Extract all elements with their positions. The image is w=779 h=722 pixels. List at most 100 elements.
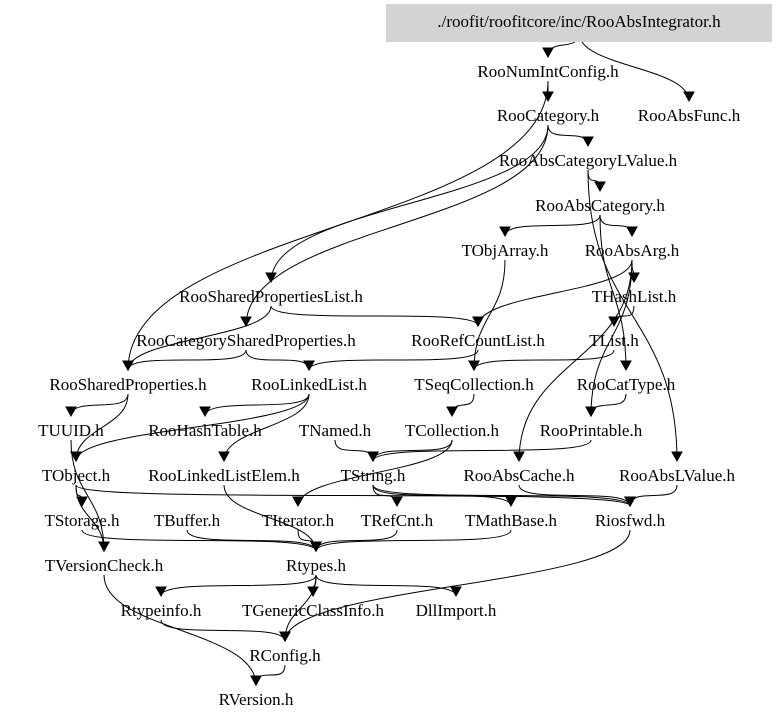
arrowhead	[70, 451, 82, 463]
node-label: TObjArray.h	[462, 241, 549, 260]
arrowhead	[279, 631, 291, 643]
node-label: RooLinkedListElem.h	[148, 466, 300, 485]
node-roosharedproperties[interactable]: RooSharedProperties.h	[49, 375, 207, 394]
edge-tbuffer-to-rtypes	[186, 529, 317, 552]
edge-roocategory-to-rooabscategorylvalue	[547, 124, 589, 147]
node-riosfwd[interactable]: Riosfwd.h	[595, 511, 666, 530]
node-tmathbase[interactable]: TMathBase.h	[465, 511, 558, 530]
node-tbuffer[interactable]: TBuffer.h	[154, 511, 221, 530]
node-roocattype[interactable]: RooCatType.h	[577, 375, 676, 394]
node-label: TIterator.h	[262, 511, 335, 530]
node-label: Rtypeinfo.h	[121, 601, 202, 620]
node-rooabscategorylvalue[interactable]: RooAbsCategoryLValue.h	[499, 151, 678, 170]
node-tversioncheck[interactable]: TVersionCheck.h	[45, 556, 164, 575]
node-roocategory[interactable]: RooCategory.h	[497, 106, 600, 125]
node-label: TSeqCollection.h	[414, 375, 534, 394]
node-label: RooHashTable.h	[148, 421, 262, 440]
node-label: RooRefCountList.h	[411, 331, 545, 350]
node-label: RooSharedPropertiesList.h	[179, 287, 363, 306]
nodes-layer: ./roofit/roofitcore/inc/RooAbsIntegrator…	[38, 4, 772, 709]
edge-rooabsarg-to-rooabscache	[518, 259, 633, 462]
node-label: RooAbsArg.h	[585, 241, 680, 260]
edge-roosharedproperties-to-tobject	[75, 393, 129, 462]
edge-roosharedpropertieslist-to-roorefcountlist	[270, 305, 479, 327]
arrowhead	[620, 360, 632, 372]
arrowhead	[310, 541, 322, 553]
node-roocategorysharedproperties[interactable]: RooCategorySharedProperties.h	[136, 331, 356, 350]
node-rtypeinfo[interactable]: Rtypeinfo.h	[121, 601, 202, 620]
node-roolinkedlistelem[interactable]: RooLinkedListElem.h	[148, 466, 300, 485]
node-label: RooNumIntConfig.h	[477, 62, 619, 81]
edge-rooabscache-to-riosfwd	[518, 484, 631, 507]
node-tgenericclassinfo[interactable]: TGenericClassInfo.h	[242, 601, 385, 620]
node-roorefcountlist[interactable]: RooRefCountList.h	[411, 331, 545, 350]
node-rversion[interactable]: RVersion.h	[219, 690, 294, 709]
node-tlist[interactable]: TList.h	[589, 331, 639, 350]
node-trefcnt[interactable]: TRefCnt.h	[361, 511, 434, 530]
arrowhead	[199, 406, 211, 418]
node-rooabsarg[interactable]: RooAbsArg.h	[585, 241, 680, 260]
edge-rooabscategorylvalue-to-rooabslvalue	[587, 169, 678, 462]
edge-tversioncheck-to-rversion	[103, 574, 257, 686]
node-label: RooCatType.h	[577, 375, 676, 394]
edge-tstring-to-riosfwd	[372, 484, 631, 507]
node-label: TList.h	[589, 331, 639, 350]
arrowhead	[542, 91, 554, 103]
edge-tnamed-to-tstring	[334, 439, 374, 462]
arrowhead	[98, 541, 110, 553]
node-tcollection[interactable]: TCollection.h	[405, 421, 499, 440]
node-label: TVersionCheck.h	[45, 556, 164, 575]
node-label: TUUID.h	[38, 421, 104, 440]
edge-rconfig-to-rversion	[255, 664, 286, 686]
arrowhead	[585, 406, 597, 418]
root-node-box	[386, 4, 772, 42]
node-thashlist[interactable]: THashList.h	[592, 287, 677, 306]
edge-roosharedpropertieslist-to-roosharedproperties	[127, 305, 272, 371]
edge-roosharedproperties-to-tuuid	[70, 393, 129, 417]
edge-rooprintable-to-tstring	[372, 439, 592, 462]
arrowhead	[65, 406, 77, 418]
node-tobject[interactable]: TObject.h	[42, 466, 111, 485]
node-roonumintconfig[interactable]: RooNumIntConfig.h	[477, 62, 619, 81]
node-rconfig[interactable]: RConfig.h	[249, 646, 321, 665]
node-root[interactable]: ./roofit/roofitcore/inc/RooAbsIntegrator…	[386, 4, 772, 42]
node-roolinkedlist[interactable]: RooLinkedList.h	[251, 375, 367, 394]
node-tuuid[interactable]: TUUID.h	[38, 421, 104, 440]
node-roosharedpropertieslist[interactable]: RooSharedPropertiesList.h	[179, 287, 363, 306]
node-titerator[interactable]: TIterator.h	[262, 511, 335, 530]
node-tseqcollection[interactable]: TSeqCollection.h	[414, 375, 534, 394]
node-rooabscache[interactable]: RooAbsCache.h	[464, 466, 575, 485]
edge-roocategorysharedproperties-to-roosharedproperties	[127, 349, 247, 371]
edge-rtypeinfo-to-rconfig	[160, 619, 286, 642]
node-tnamed[interactable]: TNamed.h	[299, 421, 372, 440]
node-tstring[interactable]: TString.h	[341, 466, 406, 485]
edge-tobjarray-to-tseqcollection	[473, 259, 506, 371]
edge-rtypes-to-dllimport	[315, 574, 457, 597]
arrowhead	[582, 136, 594, 148]
arrowhead	[122, 360, 134, 372]
node-dllimport[interactable]: DllImport.h	[416, 601, 497, 620]
node-rooabslvalue[interactable]: RooAbsLValue.h	[619, 466, 736, 485]
node-label: RooCategory.h	[497, 106, 600, 125]
node-rooabscategory[interactable]: RooAbsCategory.h	[535, 196, 665, 215]
node-rooprintable[interactable]: RooPrintable.h	[540, 421, 643, 440]
node-tobjarray[interactable]: TObjArray.h	[462, 241, 549, 260]
edge-roocategory-to-roocategorysharedproperties	[245, 124, 549, 327]
edge-tmathbase-to-rtypes	[315, 529, 512, 552]
node-rtypes[interactable]: Rtypes.h	[286, 556, 346, 575]
node-label: RooAbsCategoryLValue.h	[499, 151, 678, 170]
node-label: THashList.h	[592, 287, 677, 306]
edge-roocategorysharedproperties-to-roolinkedlist	[245, 349, 310, 371]
arrowhead	[505, 496, 517, 508]
node-tstorage[interactable]: TStorage.h	[44, 511, 120, 530]
arrowhead	[472, 316, 484, 328]
edge-roolinkedlist-to-roolinkedlistelem	[223, 393, 310, 462]
edge-tuuid-to-tversioncheck	[70, 439, 105, 552]
node-roohashtable[interactable]: RooHashTable.h	[148, 421, 262, 440]
node-rooabsfunc[interactable]: RooAbsFunc.h	[638, 106, 741, 125]
edge-tstring-to-tmathbase	[372, 484, 512, 507]
edge-roolinkedlistelem-to-rtypes	[223, 484, 317, 552]
node-label: RooCategorySharedProperties.h	[136, 331, 356, 350]
edge-tstorage-to-rtypes	[81, 529, 317, 552]
